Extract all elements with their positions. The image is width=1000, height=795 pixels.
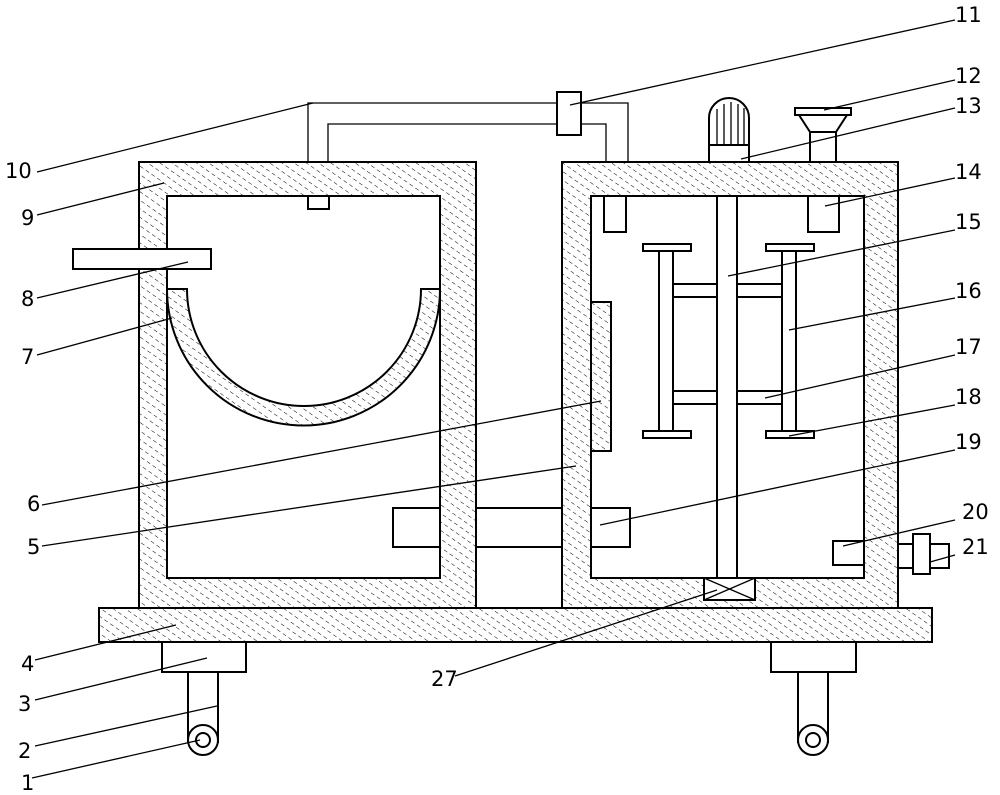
callout-3: 3 — [18, 692, 31, 716]
side-handle — [72, 248, 212, 270]
callout-17: 17 — [955, 335, 982, 359]
callout-18: 18 — [955, 385, 982, 409]
shaft-bearing — [703, 577, 756, 601]
callout-1: 1 — [21, 771, 34, 795]
outlet-fitting — [897, 533, 950, 575]
callout-16: 16 — [955, 279, 982, 303]
callout-19: 19 — [955, 430, 982, 454]
left-tank-nozzle — [307, 195, 330, 210]
stirring-frame-left — [642, 243, 718, 439]
central-shaft — [716, 195, 738, 579]
callout-4: 4 — [21, 652, 34, 676]
tank-connector — [392, 507, 631, 548]
callout-21: 21 — [962, 535, 989, 559]
callout-15: 15 — [955, 210, 982, 234]
callout-6: 6 — [27, 492, 40, 516]
callout-7: 7 — [21, 345, 34, 369]
inner-nozzle-left — [603, 195, 627, 233]
left-wheel-hub — [195, 732, 211, 748]
base-plate — [98, 607, 933, 643]
right-mount-block — [770, 641, 857, 673]
left-tank-wall — [138, 161, 477, 609]
callout-27: 27 — [431, 667, 458, 691]
callout-11: 11 — [955, 3, 982, 27]
pipe-valve — [556, 91, 582, 136]
callout-8: 8 — [21, 287, 34, 311]
top-motor — [708, 97, 750, 163]
callout-9: 9 — [21, 206, 34, 230]
callout-12: 12 — [955, 64, 982, 88]
callout-5: 5 — [27, 535, 40, 559]
left-mount-block — [161, 641, 247, 673]
callout-13: 13 — [955, 94, 982, 118]
right-wheel-hub — [805, 732, 821, 748]
wall-plate — [590, 301, 612, 452]
stirring-frame-right — [736, 243, 815, 439]
callout-14: 14 — [955, 160, 982, 184]
left-leg-assembly — [161, 641, 247, 756]
connecting-pipe — [307, 102, 629, 162]
leader-lines — [31, 19, 956, 779]
inner-nozzle-right — [807, 195, 840, 233]
right-leg-assembly — [770, 641, 857, 756]
callout-labels: 1 2 3 4 5 6 7 8 9 10 11 12 13 14 15 16 1… — [5, 3, 989, 795]
callout-20: 20 — [962, 500, 989, 524]
curved-trough — [165, 288, 442, 427]
callout-2: 2 — [18, 739, 31, 763]
callout-10: 10 — [5, 159, 32, 183]
